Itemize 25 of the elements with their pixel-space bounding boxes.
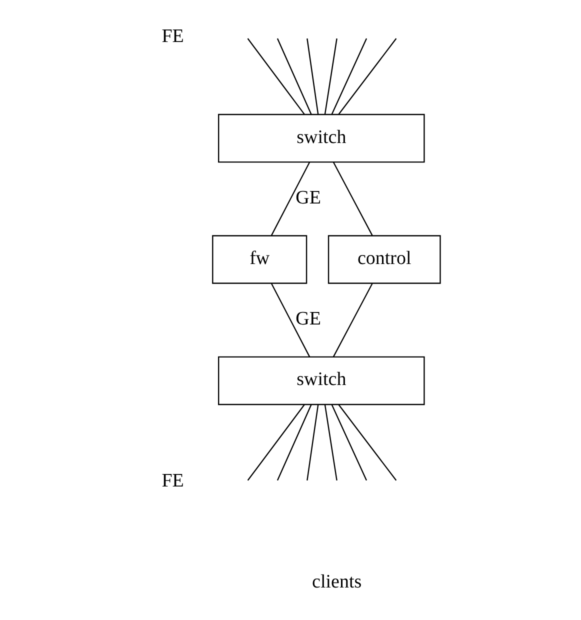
connector <box>324 38 338 114</box>
connector <box>338 404 397 481</box>
connector <box>271 283 310 357</box>
label: FE <box>162 26 184 47</box>
connector <box>306 404 319 480</box>
connector <box>338 38 397 115</box>
label: FE <box>162 470 184 492</box>
node-box: fw <box>212 235 308 284</box>
connector <box>306 38 319 114</box>
node-box: switch <box>218 356 425 406</box>
connector <box>247 38 305 115</box>
connector <box>332 283 373 357</box>
connector <box>331 38 368 115</box>
label: clients <box>312 571 362 592</box>
edge-label: GE <box>296 308 321 330</box>
connector <box>276 38 312 115</box>
connector <box>270 162 310 236</box>
edge-label: GE <box>296 187 321 208</box>
node-box: control <box>328 235 441 284</box>
connector <box>276 404 312 481</box>
connector <box>333 162 373 236</box>
connector <box>324 404 338 480</box>
connector <box>331 404 368 481</box>
node-box: switch <box>218 114 425 163</box>
connector <box>247 404 305 481</box>
